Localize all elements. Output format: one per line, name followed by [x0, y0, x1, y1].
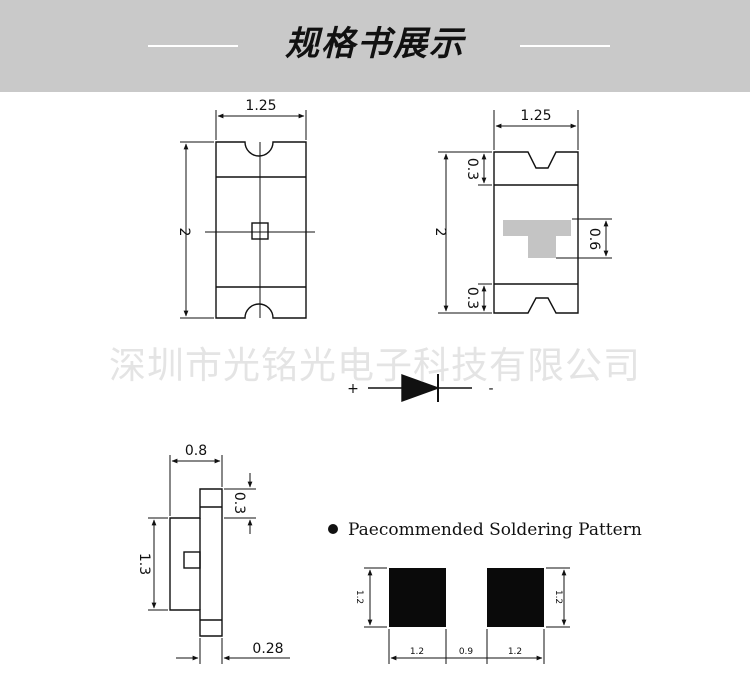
company-watermark: 深圳市光铭光电子科技有限公司: [109, 344, 641, 387]
back-view-pad-label: 0.6: [586, 228, 602, 250]
side-view-bottom-label: 0.28: [252, 641, 283, 657]
bullet-icon: [328, 524, 338, 534]
polarity-plus: +: [347, 381, 359, 397]
back-view-top-label: 0.3: [464, 158, 480, 180]
banner-title: 规格书展示: [285, 24, 465, 64]
side-view-outline: [169, 488, 223, 637]
side-view-lens: [183, 551, 201, 569]
solder-left-height-label: 1.2: [354, 590, 364, 604]
soldering-title: Paecommended Soldering Pattern: [348, 520, 642, 540]
top-view-width-label: 1.25: [245, 98, 276, 114]
back-view-width-label: 1.25: [520, 108, 551, 124]
header-banner: 规格书展示: [0, 0, 750, 92]
top-view-height-label: 2: [176, 228, 192, 237]
solder-right-height-label: 1.2: [553, 590, 563, 604]
back-view-outline: [493, 151, 579, 314]
top-view-chip: [251, 222, 269, 240]
back-view-bottom-label: 0.3: [464, 287, 480, 309]
diode-symbol: [368, 374, 472, 402]
polarity-minus: -: [488, 381, 493, 397]
back-view: [438, 110, 612, 314]
top-view-outline: [215, 141, 307, 319]
back-view-cathode-mark: [503, 220, 571, 258]
solder-pad-left: [389, 568, 446, 627]
solder-right-width-label: 1.2: [508, 647, 522, 657]
solder-pad-right: [487, 568, 544, 627]
top-view: [180, 110, 315, 319]
side-view-top-label: 0.3: [231, 492, 247, 514]
solder-gap-label: 0.9: [459, 647, 474, 657]
solder-left-width-label: 1.2: [410, 647, 424, 657]
banner-right-rule: [520, 45, 610, 47]
side-view-height-label: 1.3: [136, 553, 152, 575]
side-view: [148, 455, 290, 664]
banner-left-rule: [148, 45, 238, 47]
side-view-width-label: 0.8: [185, 443, 207, 459]
back-view-height-label: 2: [432, 228, 448, 237]
